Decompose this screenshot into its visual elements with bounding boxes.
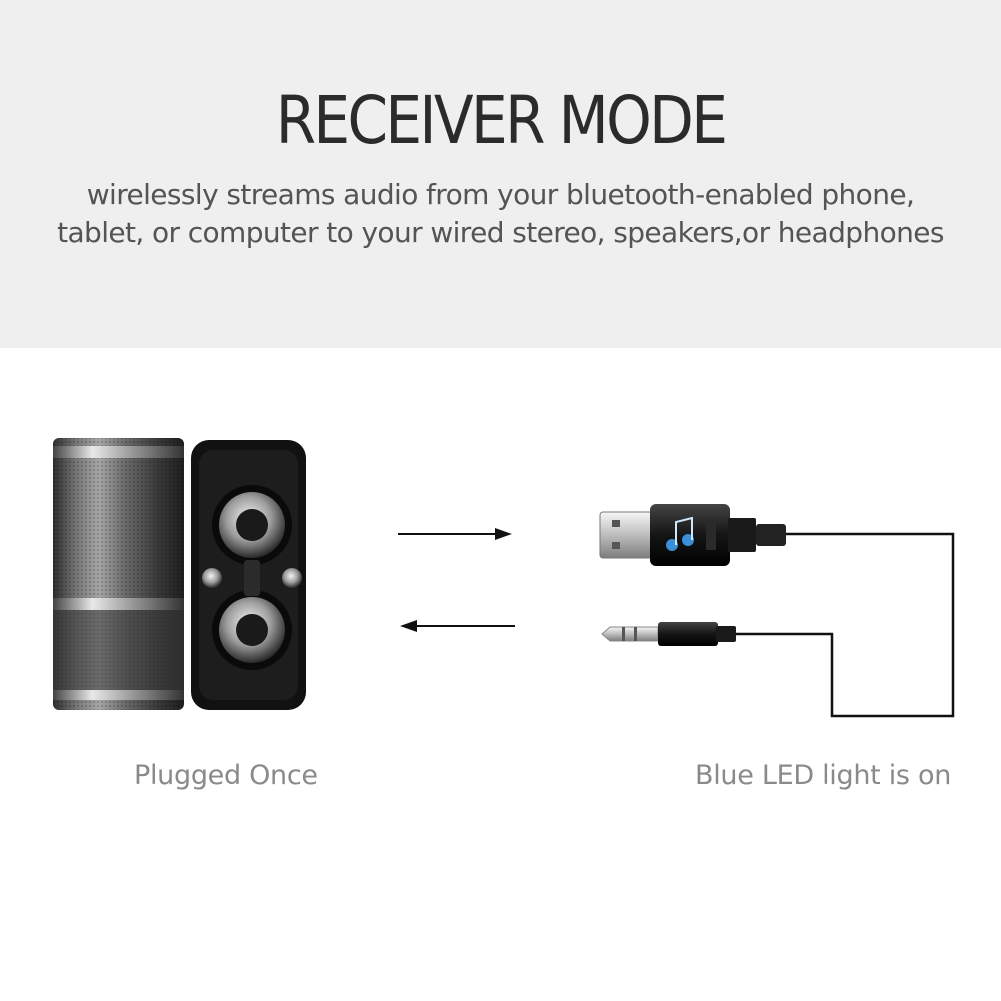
dual-woofer-speaker-icon	[191, 440, 306, 710]
usb-bluetooth-adapter-icon	[599, 504, 786, 566]
cylindrical-speaker-icon	[53, 438, 184, 710]
arrow-left-icon	[400, 620, 515, 632]
page-subtitle: wirelessly streams audio from your bluet…	[0, 176, 1001, 252]
caption-plugged-once: Plugged Once	[134, 760, 318, 791]
cable	[735, 532, 955, 718]
arrow-right-icon	[398, 528, 512, 540]
header-banner	[0, 0, 1001, 348]
music-note-icon	[666, 516, 694, 551]
caption-blue-led: Blue LED light is on	[695, 760, 952, 791]
subtitle-line-2: tablet, or computer to your wired stereo…	[57, 216, 944, 249]
page-title: RECEIVER MODE	[275, 82, 728, 159]
aux-jack-plug-icon	[601, 622, 736, 646]
subtitle-line-1: wirelessly streams audio from your bluet…	[86, 178, 915, 211]
